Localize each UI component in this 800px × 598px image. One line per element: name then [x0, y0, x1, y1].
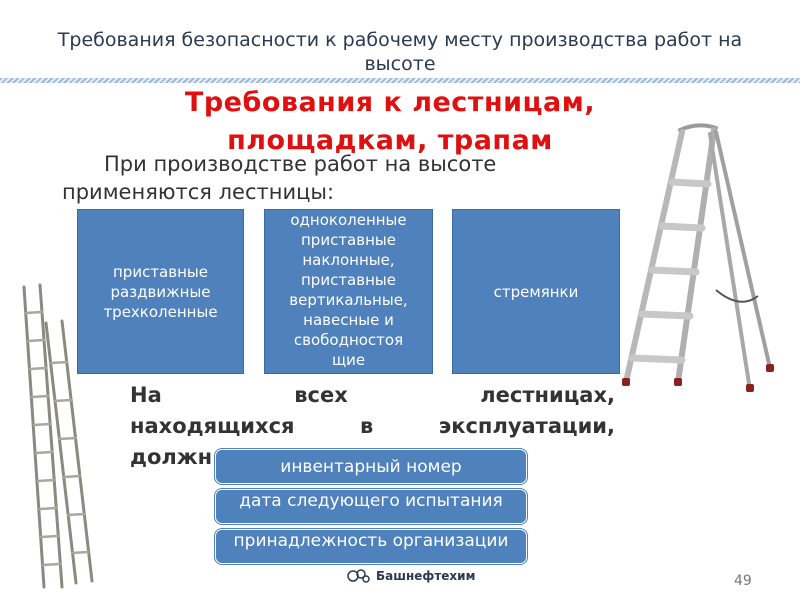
- requirement-pill-next-test-date: дата следующего испытания: [215, 489, 527, 524]
- logo-mark-icon: [347, 569, 370, 583]
- section-title: Требования к лестницам, площадкам, трапа…: [130, 84, 650, 160]
- paragraph-row: находящихся в эксплуатации,: [130, 411, 615, 442]
- intro-line2: применяются лестницы:: [62, 180, 335, 204]
- stepladder-image: [622, 123, 774, 392]
- intro-line1: При производстве работ на высоте: [104, 152, 497, 176]
- section-title-line1: Требования к лестницам,: [184, 87, 596, 118]
- ladder-type-box-extension: приставные раздвижные трехколенные: [77, 209, 244, 374]
- ladder-type-label: одноколенные приставные наклонные, прист…: [289, 211, 408, 369]
- paragraph-word: лестницах,: [480, 383, 615, 407]
- page-number: 49: [734, 573, 752, 589]
- ladder-type-box-stepladder: стремянки: [452, 209, 620, 374]
- paragraph-word: всех: [294, 383, 348, 407]
- paragraph-word: в: [360, 414, 374, 438]
- ladder-type-label: приставные раздвижные трехколенные: [103, 262, 218, 321]
- header-divider: [0, 78, 800, 83]
- paragraph-word: находящихся: [130, 414, 295, 438]
- extension-ladder-image: [22, 283, 94, 589]
- paragraph-row: На всех лестницах,: [130, 380, 615, 411]
- logo-text: Башнефтехим: [376, 569, 476, 583]
- section-title-line2: площадкам, трапам: [227, 125, 553, 156]
- company-logo: Башнефтехим: [346, 565, 475, 587]
- paragraph-word: На: [130, 383, 162, 407]
- paragraph-row: должн: [130, 442, 615, 473]
- requirement-pill-organization: принадлежность организации: [215, 529, 527, 564]
- slide-title: Требования безопасности к рабочему месту…: [57, 29, 743, 75]
- intro-text: При производстве работ на высоте применя…: [62, 150, 622, 206]
- slide-header: Требования безопасности к рабочему месту…: [0, 0, 800, 83]
- ladder-type-box-single: одноколенные приставные наклонные, прист…: [264, 209, 433, 374]
- requirements-paragraph: На всех лестницах, находящихся в эксплуа…: [130, 380, 615, 473]
- paragraph-word: должн: [130, 445, 213, 469]
- ladder-type-label: стремянки: [493, 282, 579, 301]
- requirement-pill-inventory-number: инвентарный номер: [215, 449, 527, 484]
- paragraph-word: эксплуатации,: [438, 414, 615, 438]
